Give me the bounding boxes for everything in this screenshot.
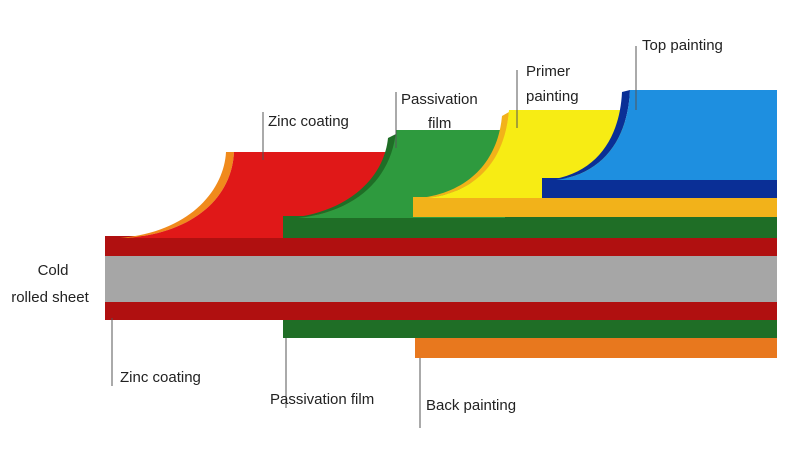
primer-painting-curl-edge	[420, 112, 509, 198]
label-cold-rolled-line2: rolled sheet	[11, 289, 89, 306]
label-zinc-coating-top: Zinc coating	[268, 113, 349, 130]
passivation-film-bottom-layer	[283, 318, 777, 338]
label-zinc-coating-bottom: Zinc coating	[120, 369, 201, 386]
label-cold-rolled-line1: Cold	[38, 262, 69, 279]
passivation-film-curl-edge	[290, 134, 396, 218]
zinc-coating-bottom-layer	[105, 300, 777, 320]
cold-rolled-sheet-layer	[105, 254, 777, 302]
passivation-film-top-strip	[283, 216, 777, 238]
label-primer-painting-line1: Primer	[526, 63, 570, 80]
label-primer-painting-line2: painting	[526, 88, 579, 105]
label-passivation-film-bottom: Passivation film	[270, 391, 374, 408]
top-painting-curl-edge	[548, 90, 630, 180]
label-back-painting: Back painting	[426, 397, 516, 414]
label-passivation-film-top-line2: film	[428, 115, 451, 132]
top-painting-curl	[556, 90, 777, 180]
back-painting-layer	[415, 338, 777, 358]
zinc-coating-curl-edge	[120, 152, 234, 238]
primer-painting-strip	[413, 197, 777, 217]
zinc-coating-top-strip	[105, 236, 777, 256]
label-passivation-film-top-line1: Passivation	[401, 91, 478, 108]
top-painting-strip	[542, 178, 777, 198]
label-top-painting: Top painting	[642, 37, 723, 54]
